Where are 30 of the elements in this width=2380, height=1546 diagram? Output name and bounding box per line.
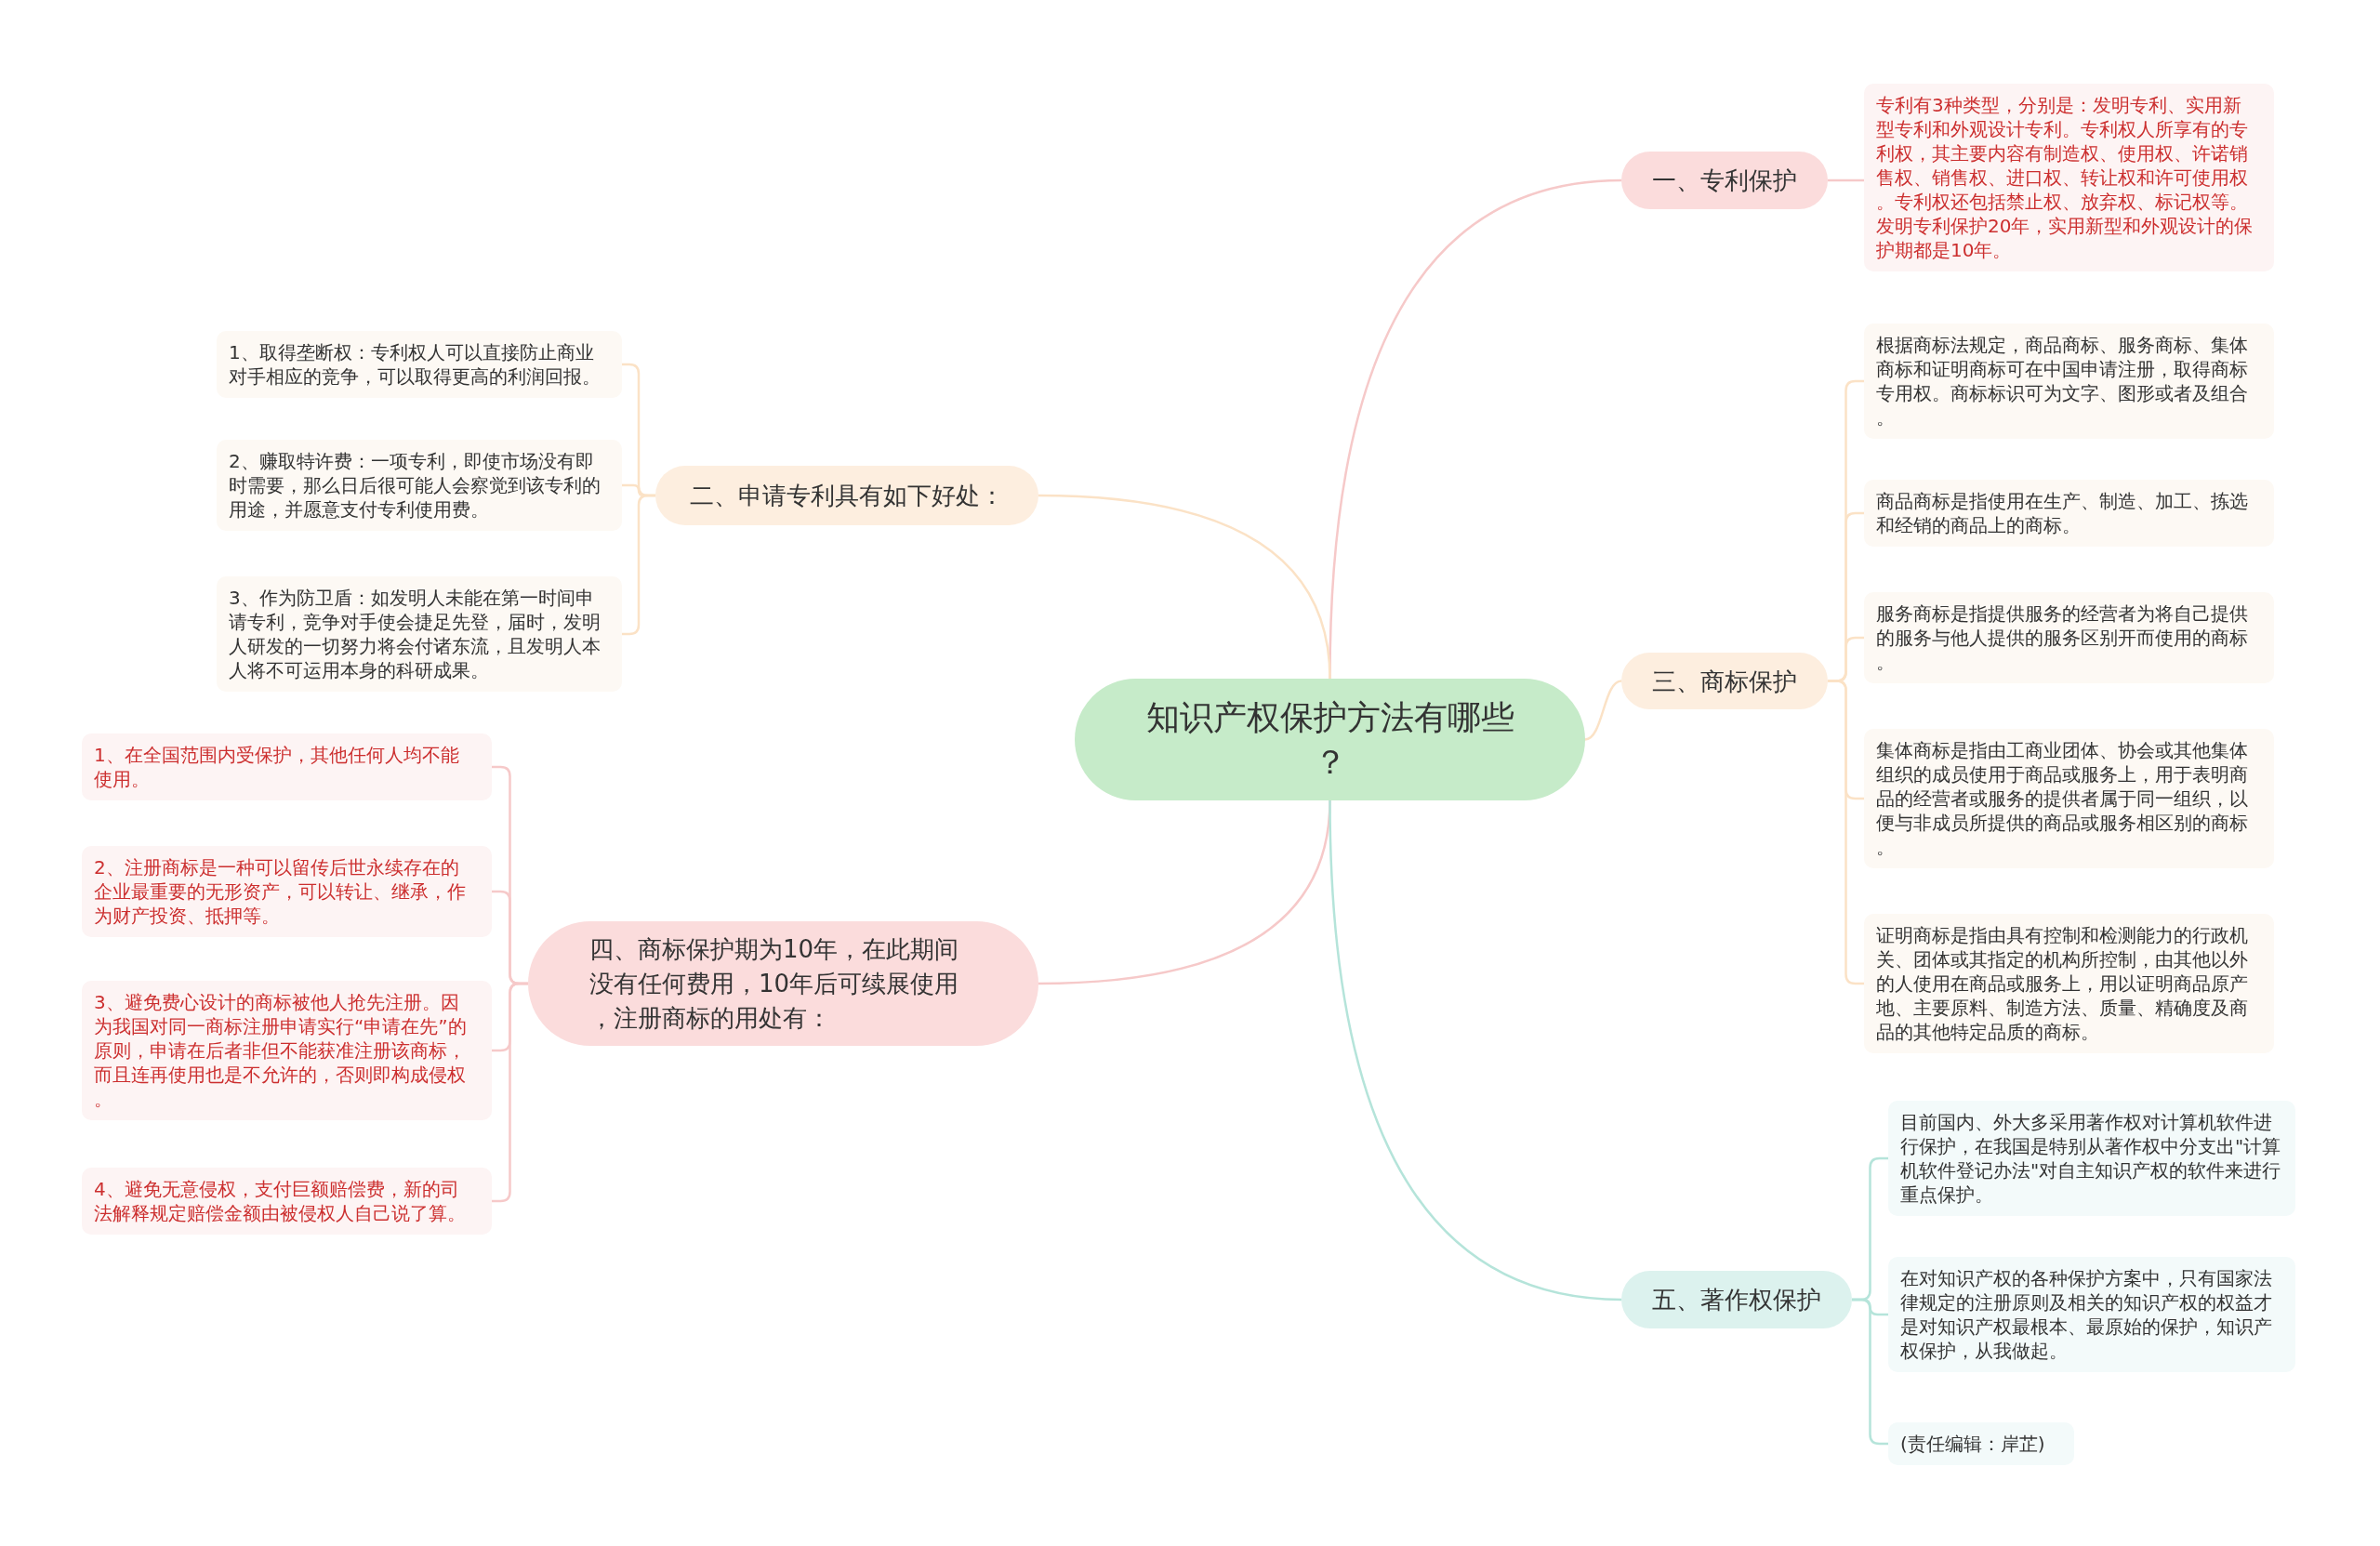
connector-line (1038, 494, 1331, 680)
branch-topic: 一、专利保护 (1621, 152, 1828, 209)
central-topic: 知识产权保护方法有哪些？ (1075, 679, 1585, 800)
note-card: 商品商标是指使用在生产、制造、加工、拣选和经销的商品上的商标。 (1864, 480, 2274, 547)
connector-line (1828, 178, 1864, 182)
note-card: 2、注册商标是一种可以留传后世永续存在的企业最重要的无形资产，可以转让、继承，作为财产投资、抵押等。 (82, 846, 492, 937)
note-card: 根据商标法规定，商品商标、服务商标、集体商标和证明商标可在中国申请注册，取得商标专用权。商标标识可为文字、图形或者及组合。 (1864, 324, 2274, 439)
connector-line (492, 982, 528, 1203)
connector-line (1584, 680, 1622, 741)
note-card: 目前国内、外大多采用著作权对计算机软件进行保护，在我国是特别从著作权中分支出"计算机软件登记办法"对自主知识产权的软件来进行重点保护。 (1888, 1101, 2295, 1216)
note-card: 集体商标是指由工商业团体、协会或其他集体组织的成员使用于商品或服务上，用于表明商品的经营者或服务的提供者属于同一组织，以便与非成员所提供的商品或服务相区别的商标。 (1864, 729, 2274, 868)
note-card: 4、避免无意侵权，支付巨额赔偿费，新的司法解释规定赔偿金额由被侵权人自己说了算。 (82, 1168, 492, 1235)
branch-topic: 四、商标保护期为10年，在此期间没有任何费用，10年后可续展使用，注册商标的用处有： (528, 921, 1038, 1046)
note-card: 服务商标是指提供服务的经营者为将自己提供的服务与他人提供的服务区别开而使用的商标。 (1864, 592, 2274, 683)
connector-line (1828, 680, 1864, 985)
note-card: 2、赚取特许费：一项专利，即使市场没有即时需要，那么日后很可能人会察觉到该专利的用途，并愿意支付专利使用费。 (217, 440, 622, 531)
connector-line (1852, 1298, 1888, 1446)
branch-topic: 三、商标保护 (1621, 653, 1828, 709)
note-card: 3、作为防卫盾：如发明人未能在第一时间申请专利，竞争对手使会捷足先登，届时，发明人研发的一切努力将会付诸东流，且发明人本人将不可运用本身的科研成果。 (217, 576, 622, 692)
note-card: 1、取得垄断权：专利权人可以直接防止商业对手相应的竞争，可以取得更高的利润回报。 (217, 331, 622, 398)
note-card: (责任编辑：岸芷) (1888, 1422, 2074, 1465)
connector-line (1329, 799, 1622, 1302)
branch-topic: 二、申请专利具有如下好处： (655, 466, 1038, 525)
note-card: 3、避免费心设计的商标被他人抢先注册。因为我国对同一商标注册申请实行“申请在先”的原则，申请在后者非但不能获准注册该商标，而且连再使用也是不允许的，否则即构成侵权。 (82, 981, 492, 1120)
note-card: 1、在全国范围内受保护，其他任何人均不能使用。 (82, 733, 492, 800)
note-card: 在对知识产权的各种保护方案中，只有国家法律规定的注册原则及相关的知识产权的权益才是对知识产权最根本、最原始的保护，知识产权保护，从我做起。 (1888, 1257, 2295, 1372)
branch-topic: 五、著作权保护 (1621, 1271, 1852, 1328)
note-card: 证明商标是指由具有控制和检测能力的行政机关、团体或其指定的机构所控制，由其他以外的人使用在商品或服务上，用以证明商品原产地、主要原料、制造方法、质量、精确度及商品的其他特定品质的商标。 (1864, 914, 2274, 1053)
note-card: 专利有3种类型，分别是：发明专利、实用新型专利和外观设计专利。专利权人所享有的专利权，其主要内容有制造权、使用权、许诺销售权、销售权、进口权、转让权和许可使用权。专利权还包括禁止权、放弃权、标记权等。发明专利保护20年，实用新型和外观设计的保护期都是10年。 (1864, 84, 2274, 271)
connector-line (622, 494, 655, 636)
